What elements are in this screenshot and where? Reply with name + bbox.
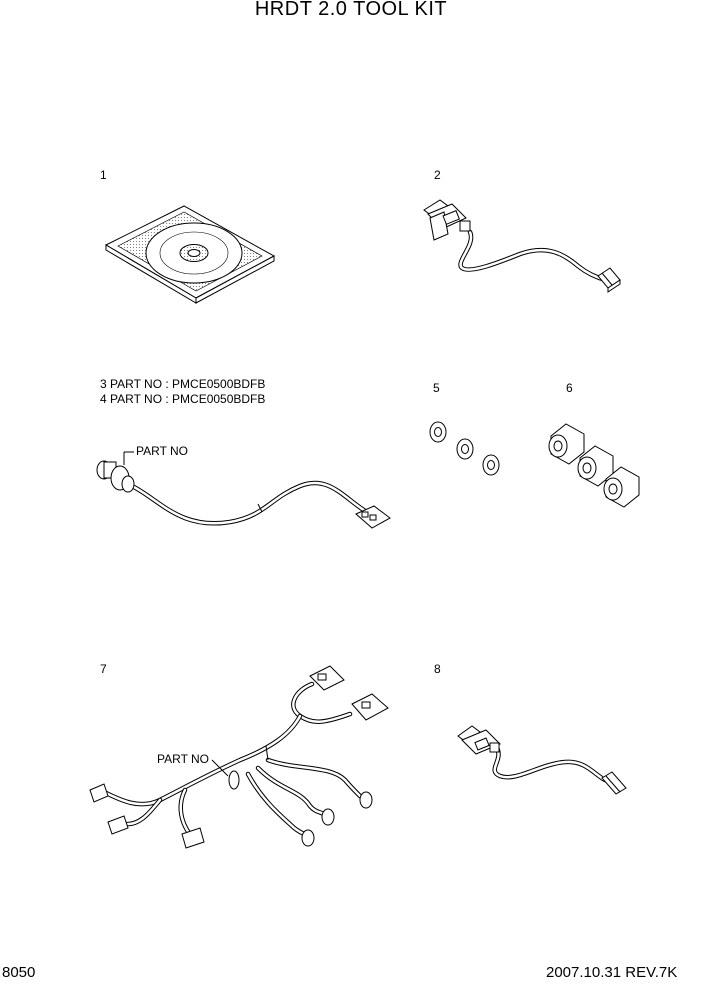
item-1-label: 1 [100, 168, 107, 182]
wiring-harness-drawing [89, 665, 389, 849]
item-8-label: 8 [434, 662, 441, 676]
harness-part-no-callout: PART NO [157, 752, 210, 766]
page-number: 8050 [2, 964, 36, 981]
pressure-sensor-drawing [96, 451, 391, 529]
item-7-label: 7 [100, 662, 107, 676]
item-4-label: 4 PART NO : PMCE0050BDFB [100, 392, 266, 406]
item-2-label: 2 [434, 168, 441, 182]
item-3-label: 3 PART NO : PMCE0500BDFB [100, 377, 266, 391]
usb-cable-drawing [457, 725, 627, 795]
washers-drawing [429, 421, 500, 476]
cd-case-drawing [104, 205, 276, 304]
page-title: HRDT 2.0 TOOL KIT [254, 0, 448, 20]
item-6-label: 6 [566, 381, 573, 395]
date-revision: 2007.10.31 REV.7K [546, 964, 678, 981]
item-5-label: 5 [433, 381, 440, 395]
serial-cable-drawing [423, 199, 621, 293]
sensor-part-no-callout: PART NO [136, 444, 189, 458]
fittings-drawing [548, 423, 640, 508]
